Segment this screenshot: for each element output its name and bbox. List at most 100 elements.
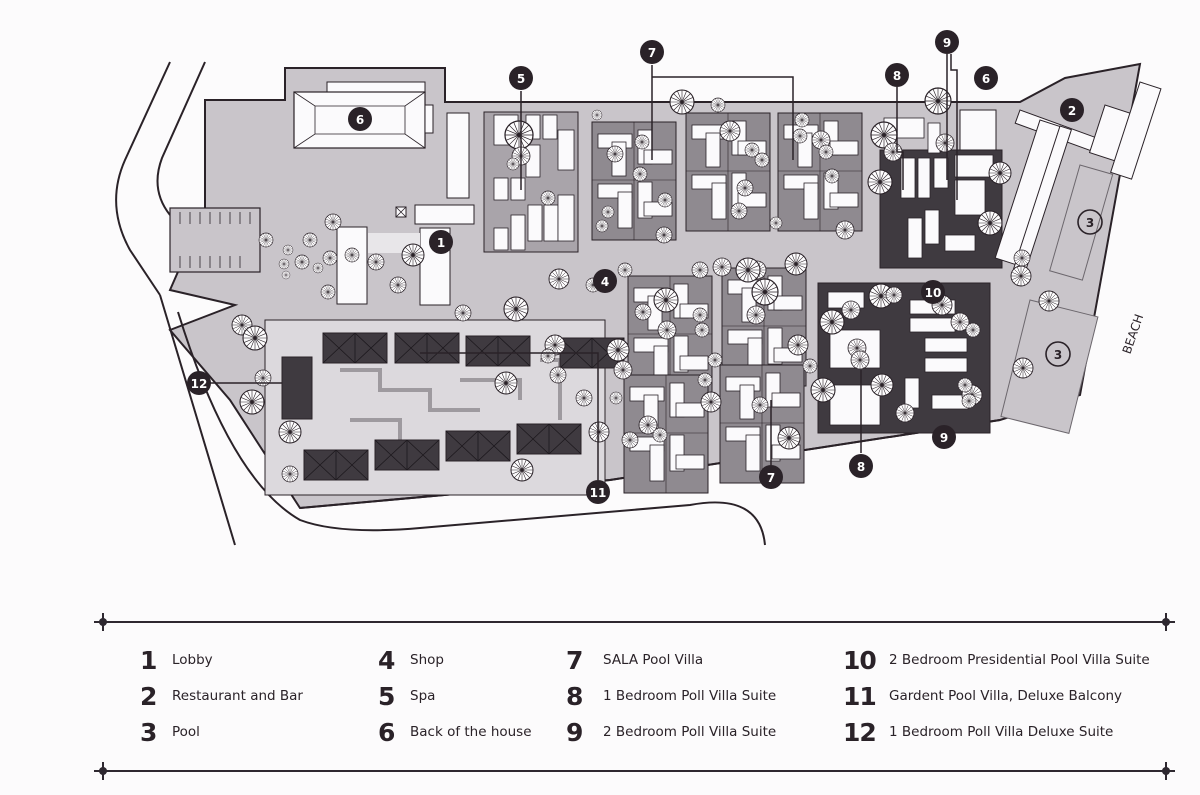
map-marker-4[interactable]: 4 [593, 269, 617, 293]
map-marker-1[interactable]: 1 [429, 230, 453, 254]
map-marker-3[interactable]: 3 [1077, 209, 1103, 235]
tree-icon [735, 257, 761, 283]
legend-rule-top [100, 621, 1166, 623]
tree-icon [657, 192, 673, 208]
marker-label: 11 [590, 486, 607, 500]
tree-icon [895, 403, 915, 423]
tree-icon [588, 421, 610, 443]
map-marker-9[interactable]: 9 [932, 425, 956, 449]
garden-villa-complex [264, 319, 625, 496]
tree-icon [621, 431, 639, 449]
legend-label: 2 Bedroom Poll Villa Suite [603, 724, 777, 740]
tree-icon [870, 373, 894, 397]
tree-icon [746, 305, 766, 325]
ornament-icon [94, 762, 112, 780]
tree-icon [835, 220, 855, 240]
tree-icon [692, 307, 708, 323]
map-marker-8[interactable]: 8 [849, 454, 873, 478]
tree-icon [719, 120, 741, 142]
suite-cluster-north [879, 109, 1003, 269]
tree-icon [784, 252, 808, 276]
tree-icon [591, 109, 603, 121]
marker-label: 5 [517, 72, 525, 86]
tree-icon [312, 262, 324, 274]
tree-icon [824, 168, 840, 184]
map-marker-6[interactable]: 6 [348, 107, 372, 131]
map-marker-3[interactable]: 3 [1045, 341, 1071, 367]
tree-icon [320, 284, 336, 300]
tree-icon [606, 145, 624, 163]
tree-icon [669, 89, 695, 115]
tree-icon [653, 287, 679, 313]
legend-label: Gardent Pool Villa, Deluxe Balcony [889, 688, 1123, 704]
marker-label: 1 [437, 236, 445, 250]
tree-icon [691, 261, 709, 279]
marker-label: 8 [857, 460, 865, 474]
tree-icon [965, 322, 981, 338]
legend-label: 2 Bedroom Presidential Pool Villa Suite [889, 652, 1150, 668]
legend-number: 7 [566, 645, 583, 675]
legend-number: 2 [140, 681, 157, 711]
tree-icon [506, 157, 520, 171]
map-marker-7[interactable]: 7 [759, 465, 783, 489]
tree-icon [302, 232, 318, 248]
tree-icon [601, 205, 615, 219]
tree-icon [710, 97, 726, 113]
tree-icon [751, 278, 779, 306]
map-marker-5[interactable]: 5 [509, 66, 533, 90]
tree-icon [344, 247, 360, 263]
legend-item: 1 Lobby [140, 645, 213, 675]
map-marker-9[interactable]: 9 [935, 30, 959, 54]
legend-number: 1 [140, 645, 157, 675]
legend-number: 11 [843, 681, 877, 711]
tree-icon [322, 250, 338, 266]
tree-icon [634, 134, 650, 150]
map-marker-2[interactable]: 2 [1060, 98, 1084, 122]
marker-label: 10 [925, 286, 942, 300]
legend-number: 12 [843, 717, 877, 747]
map-marker-12[interactable]: 12 [187, 371, 211, 395]
map-marker-8[interactable]: 8 [885, 63, 909, 87]
tree-icon [540, 190, 556, 206]
tree-icon [769, 216, 783, 230]
legend-label: Back of the house [410, 724, 532, 740]
legend-label: Pool [172, 724, 200, 740]
tree-icon [867, 169, 893, 195]
legend-number: 6 [378, 717, 395, 747]
tree-icon [281, 465, 299, 483]
map-marker-6[interactable]: 6 [974, 66, 998, 90]
tree-icon [697, 372, 713, 388]
map-marker-7[interactable]: 7 [640, 40, 664, 64]
legend-label: Lobby [172, 652, 213, 668]
tree-icon [1038, 290, 1060, 312]
legend-number: 8 [566, 681, 583, 711]
map-marker-11[interactable]: 11 [586, 480, 610, 504]
map-marker-10[interactable]: 10 [921, 280, 945, 304]
tree-icon [503, 296, 529, 322]
road [115, 61, 1001, 546]
marker-label: 9 [940, 431, 948, 445]
tree-icon [281, 270, 291, 280]
tree-icon [988, 161, 1012, 185]
tree-icon [818, 144, 834, 160]
legend-label: Spa [410, 688, 436, 704]
tree-icon [494, 371, 518, 395]
tree-icon [548, 268, 570, 290]
tree-icon [792, 128, 808, 144]
tree-icon [510, 458, 534, 482]
tree-icon [632, 166, 648, 182]
ornament-icon [1157, 762, 1175, 780]
tree-icon [751, 396, 769, 414]
tree-icon [401, 243, 425, 267]
tree-icon [1012, 357, 1034, 379]
tree-icon [694, 322, 710, 338]
legend-item: 6 Back of the house [378, 717, 532, 747]
legend-number: 3 [140, 717, 157, 747]
tree-icon [787, 334, 809, 356]
